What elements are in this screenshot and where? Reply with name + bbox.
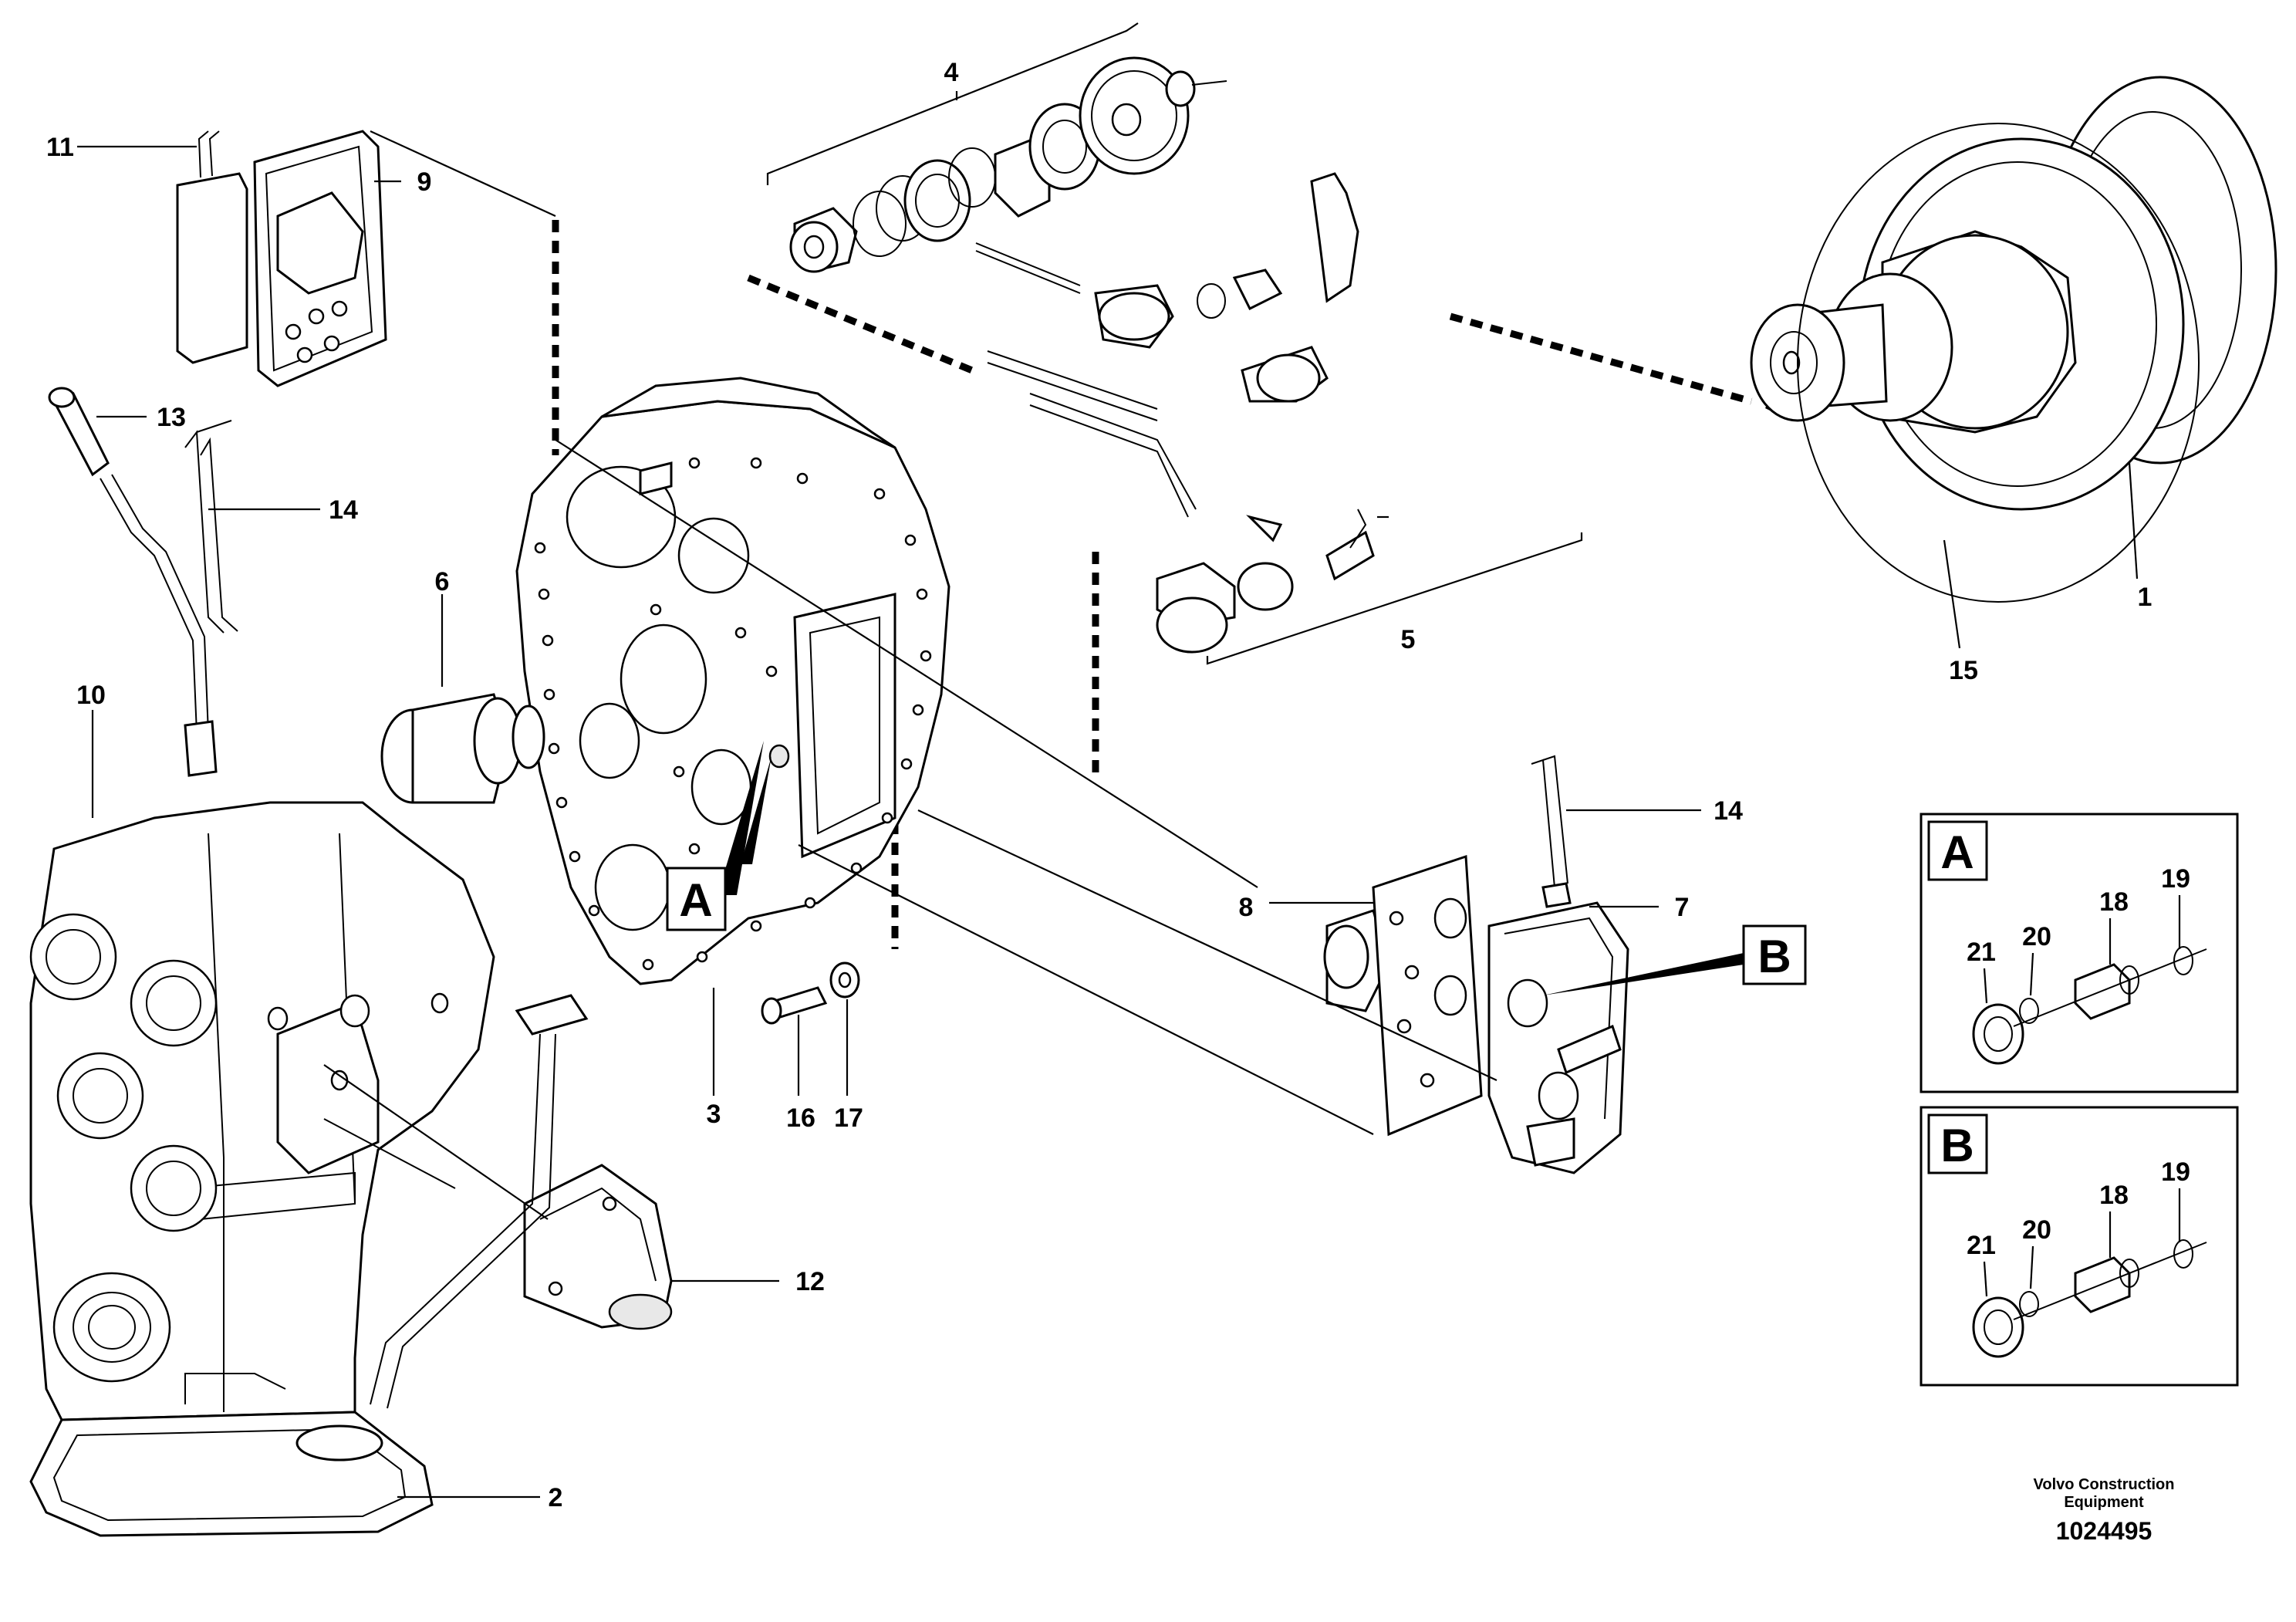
oil-pan — [29, 1411, 540, 1537]
callout-14-right: 14 — [1714, 796, 1743, 826]
callout-12: 12 — [795, 1267, 825, 1296]
control-valve-block — [1269, 854, 1659, 1174]
valve-solenoid-assembly — [975, 172, 1583, 665]
detail-box-a: A 21 20 18 19 — [1920, 813, 2239, 1093]
callout-17: 17 — [834, 1103, 863, 1133]
callout-1: 1 — [2138, 583, 2152, 612]
detail-a-callout-21: 21 — [1967, 938, 1996, 967]
callout-11: 11 — [46, 133, 74, 162]
callout-6: 6 — [435, 567, 450, 596]
transmission-housing-plate — [515, 377, 950, 1096]
transmission-case — [29, 710, 495, 1421]
detail-a-callout-20: 20 — [2022, 922, 2051, 951]
pointer-label-a-text: A — [679, 874, 712, 926]
control-sensor-unit — [77, 130, 248, 364]
callout-4: 4 — [944, 58, 959, 87]
callout-13: 13 — [157, 403, 186, 432]
callout-5: 5 — [1401, 625, 1416, 654]
callout-9: 9 — [417, 167, 432, 197]
pointer-label-a: A — [666, 741, 772, 931]
detail-b-callout-19: 19 — [2161, 1157, 2190, 1187]
callout-16: 16 — [786, 1103, 815, 1133]
callout-7: 7 — [1675, 893, 1690, 922]
callout-8: 8 — [1239, 893, 1254, 922]
pump-drive-shaft-assembly — [766, 22, 1227, 273]
leader-lines — [323, 439, 2139, 1220]
callout-3: 3 — [707, 1100, 721, 1129]
output-gear-shaft — [380, 594, 545, 804]
top-cover-plate — [253, 130, 556, 387]
footer-credit: Volvo Construction Equipment 1024495 — [2034, 1476, 2175, 1545]
credit-line-2: Equipment — [2064, 1494, 2144, 1511]
callout-numbers: 1 2 3 4 5 6 7 8 9 10 11 12 13 14 14 15 1… — [46, 58, 2152, 1512]
oil-return-pipe — [370, 994, 589, 1409]
document-number: 1024495 — [2056, 1517, 2152, 1545]
detail-a-callout-19: 19 — [2161, 864, 2190, 894]
detail-a-label: A — [1940, 826, 1974, 878]
credit-line-1: Volvo Construction — [2034, 1476, 2175, 1493]
callout-14-left: 14 — [329, 495, 358, 525]
pointer-label-b: B — [1543, 924, 1807, 995]
callout-15: 15 — [1949, 656, 1978, 685]
detail-box-b: B 21 20 18 19 — [1920, 1106, 2239, 1387]
callout-2: 2 — [549, 1483, 563, 1512]
detail-b-label: B — [1940, 1120, 1974, 1171]
callout-10: 10 — [76, 681, 106, 710]
breather-hose-left — [184, 420, 320, 634]
housing-bolt-holes — [534, 457, 932, 971]
detail-b-callout-20: 20 — [2022, 1215, 2051, 1245]
breather-hose-right — [1531, 755, 1701, 908]
torque-converter-assembly — [1750, 76, 2277, 603]
detail-b-callout-21: 21 — [1967, 1231, 1996, 1260]
dipstick-tube-assembly — [48, 387, 218, 777]
detail-b-callout-18: 18 — [2099, 1181, 2129, 1210]
pointer-label-b-text: B — [1757, 931, 1791, 982]
mounting-bracket — [523, 1164, 779, 1330]
bolt-and-washer — [761, 961, 860, 1096]
detail-a-callout-18: 18 — [2099, 887, 2129, 917]
